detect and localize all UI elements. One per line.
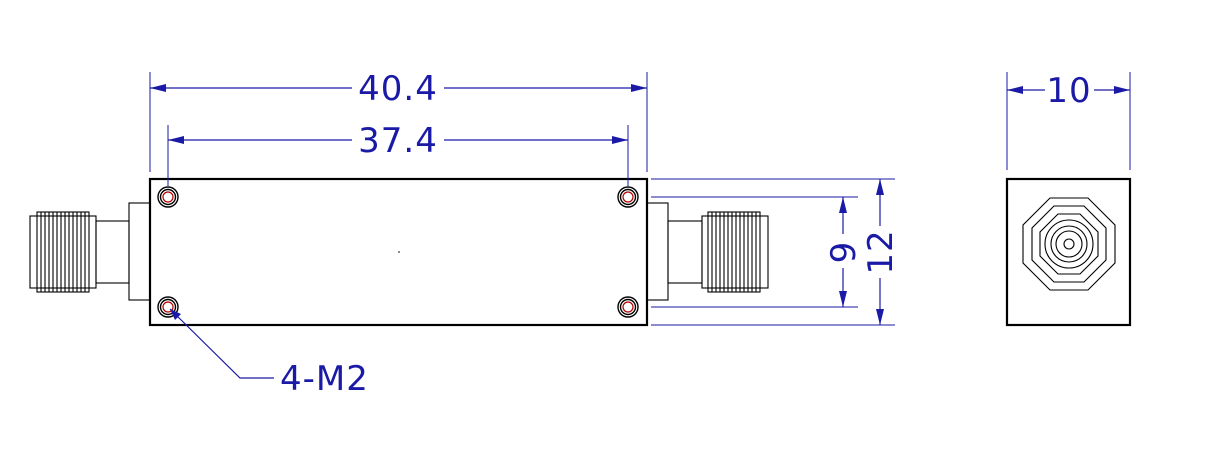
- mounting-hole-top-right: [617, 186, 639, 208]
- side-view: [1005, 177, 1132, 327]
- mounting-hole-top-left: [157, 186, 179, 208]
- width-label: 10: [1046, 71, 1091, 111]
- dimension-hole-spacing-length: 37.4: [167, 121, 629, 186]
- left-sma-connector: [29, 202, 151, 301]
- mounting-hole-bottom-left: [157, 296, 179, 318]
- connector-end-view: [1022, 197, 1116, 291]
- hole-spacing-height-label: 9: [824, 241, 864, 264]
- dimension-overall-length: 40.4: [149, 69, 648, 172]
- right-sma-connector: [646, 202, 769, 301]
- overall-length-label: 40.4: [358, 69, 438, 109]
- dimension-hole-spacing-height: 9: [651, 196, 864, 308]
- dimension-width: 10: [1006, 71, 1131, 170]
- front-view: [29, 177, 769, 327]
- dimension-overall-height: 12: [651, 178, 901, 326]
- overall-height-label: 12: [861, 229, 901, 274]
- mounting-hole-bottom-right: [617, 296, 639, 318]
- hole-callout: 4-M2: [169, 308, 369, 399]
- hole-spacing-length-label: 37.4: [358, 121, 438, 161]
- hole-callout-label: 4-M2: [280, 359, 369, 399]
- side-view-body: [1005, 177, 1132, 327]
- center-mark: [398, 251, 400, 253]
